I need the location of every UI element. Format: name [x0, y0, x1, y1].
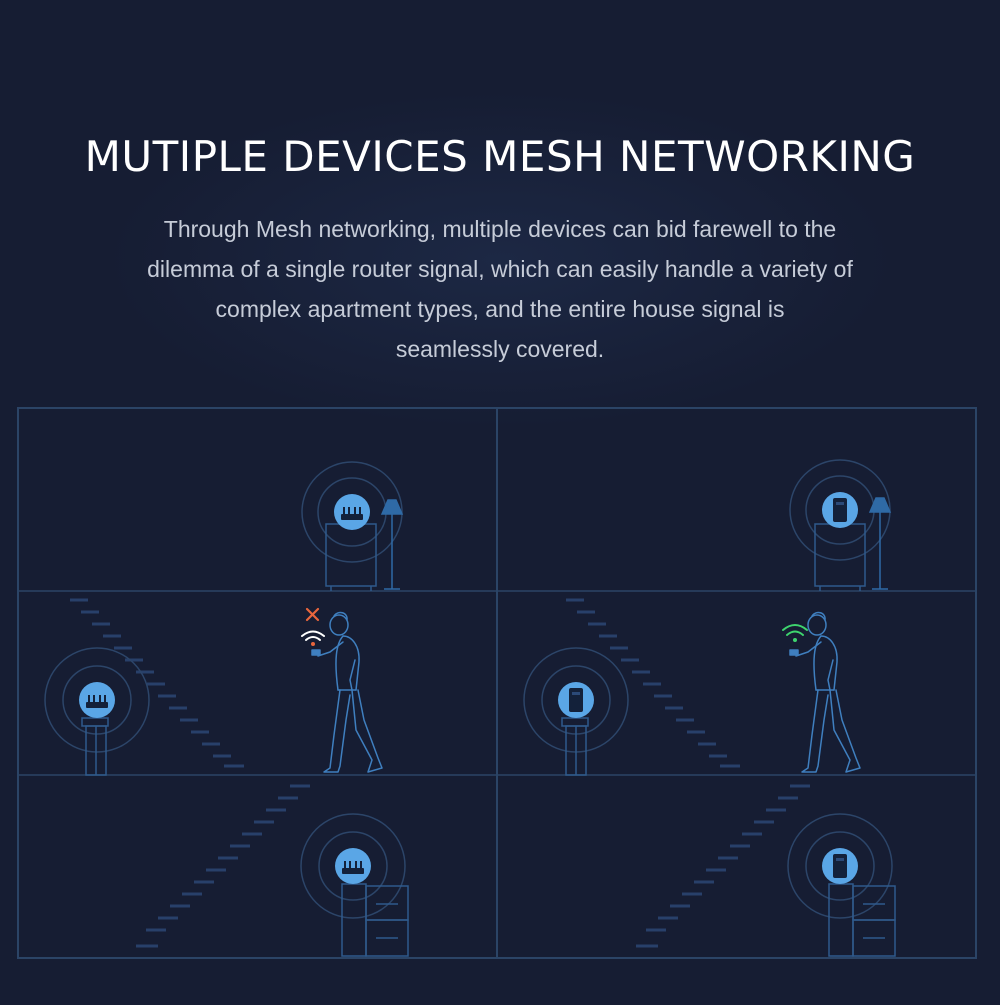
page-title: MUTIPLE DEVICES MESH NETWORKING [84, 132, 916, 181]
signal-rings [44, 647, 150, 753]
staircase [636, 784, 810, 948]
x-mark-icon [305, 607, 320, 622]
router-icon [335, 848, 371, 884]
wifi-strong-icon [782, 624, 808, 642]
storage-boxes [341, 883, 409, 957]
description-line: dilemma of a single router signal, which… [147, 256, 853, 282]
router-icon [79, 682, 115, 718]
panel-mesh [523, 459, 896, 957]
signal-rings [300, 813, 406, 919]
staircase [136, 784, 310, 948]
storage-boxes [828, 883, 896, 957]
floor-lamp [380, 499, 404, 590]
mesh-node-icon [822, 492, 858, 528]
floor-lamp [868, 497, 892, 590]
pillar [561, 717, 589, 776]
cabinet [325, 523, 377, 591]
router-icon [334, 494, 370, 530]
mesh-node-icon [822, 848, 858, 884]
pillar [81, 717, 109, 776]
person-figure [311, 611, 383, 773]
wifi-weak-icon [301, 630, 325, 646]
panel-single-router [44, 461, 409, 957]
person-figure [789, 611, 861, 773]
mesh-node-icon [558, 682, 594, 718]
floor-lines [18, 590, 976, 776]
description-line: complex apartment types, and the entire … [215, 296, 785, 322]
page-description: Through Mesh networking, multiple device… [100, 209, 900, 369]
panel-frame [17, 407, 977, 959]
staircase [70, 598, 244, 768]
staircase [566, 598, 740, 768]
signal-rings [787, 813, 893, 919]
description-line: seamlessly covered. [395, 336, 605, 362]
description-line: Through Mesh networking, multiple device… [163, 216, 837, 242]
